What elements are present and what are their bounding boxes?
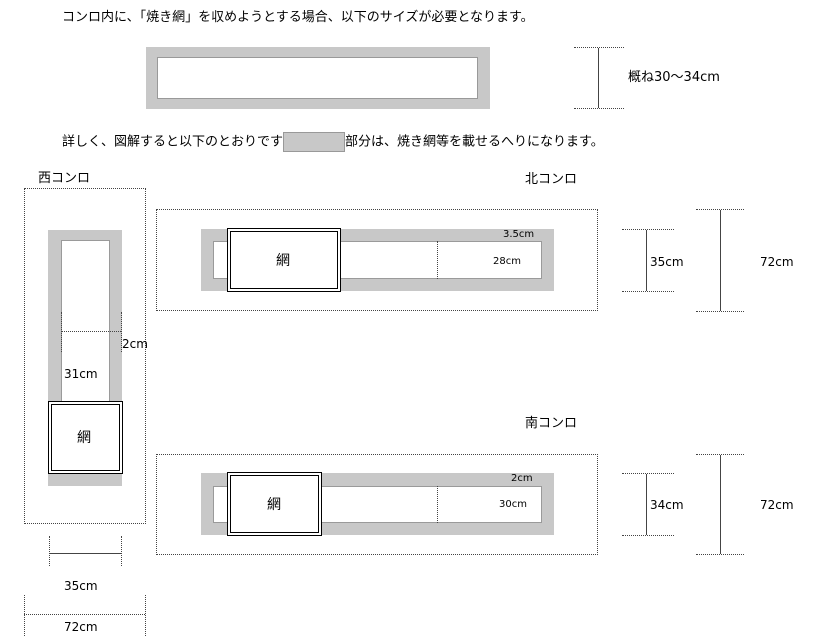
west-net-label: 網 bbox=[77, 430, 91, 446]
south-depth-in: 34cm bbox=[650, 498, 684, 512]
size-label: 概ね30〜34cm bbox=[628, 70, 720, 85]
south-rim-label: 2cm bbox=[511, 473, 533, 484]
intro-line-1: コンロ内に、「焼き網」を収めようとする場合、以下のサイズが必要となります。 bbox=[62, 10, 534, 25]
north-depth-in: 35cm bbox=[650, 255, 684, 269]
north-d-in-line bbox=[646, 230, 647, 291]
south-d-in-line bbox=[646, 474, 647, 535]
south-d-in-bottom bbox=[622, 535, 674, 536]
intro-line-2: 詳しく、図解すると以下のとおりです 部分は、焼き網等を載せるへりになります。 bbox=[62, 132, 604, 152]
size-dim-line bbox=[598, 48, 599, 108]
north-d-out-line bbox=[720, 210, 721, 311]
north-net-label: 網 bbox=[276, 253, 290, 269]
west-w-out-left bbox=[24, 595, 25, 636]
south-title: 南コンロ bbox=[525, 416, 578, 431]
south-net-label: 網 bbox=[267, 497, 281, 513]
sample-inner bbox=[157, 57, 478, 99]
west-w-in-left bbox=[49, 536, 50, 566]
south-d-out-bottom bbox=[696, 554, 744, 555]
west-width-out: 72cm bbox=[64, 620, 98, 634]
south-depth-out: 72cm bbox=[760, 498, 794, 512]
west-outline bbox=[24, 188, 146, 524]
west-dim-left bbox=[61, 312, 62, 352]
west-width-in: 35cm bbox=[64, 579, 98, 593]
west-w-in-line bbox=[49, 553, 121, 554]
north-inner-label: 28cm bbox=[493, 256, 521, 267]
south-divider bbox=[437, 486, 438, 523]
north-divider bbox=[437, 241, 438, 279]
north-rim-label: 3.5cm bbox=[503, 229, 535, 240]
intro-line-2-after: 部分は、焼き網等を載せるへりになります。 bbox=[345, 134, 604, 150]
intro-line-2-before: 詳しく、図解すると以下のとおりです bbox=[62, 134, 284, 150]
size-dim-bottom bbox=[574, 108, 624, 109]
north-title: 北コンロ bbox=[525, 172, 578, 187]
west-title: 西コンロ bbox=[38, 171, 91, 186]
west-w-in-right bbox=[121, 536, 122, 566]
south-net bbox=[227, 472, 322, 536]
rim-swatch bbox=[283, 132, 346, 152]
size-dim-top bbox=[574, 47, 624, 48]
south-d-in-top bbox=[622, 473, 674, 474]
west-w-out-line bbox=[24, 614, 145, 615]
west-inner-label: 31cm bbox=[64, 367, 98, 381]
south-outline bbox=[156, 454, 598, 555]
west-rim-label: 2cm bbox=[122, 337, 148, 351]
west-dim-mid bbox=[61, 331, 121, 332]
south-d-out-top bbox=[696, 454, 744, 455]
north-d-out-top bbox=[696, 209, 744, 210]
west-w-out-right bbox=[145, 595, 146, 636]
north-outline bbox=[156, 209, 598, 311]
north-d-out-bottom bbox=[696, 311, 744, 312]
south-inner-label: 30cm bbox=[499, 499, 527, 510]
south-d-out-line bbox=[720, 455, 721, 554]
west-net bbox=[48, 401, 123, 474]
north-d-in-top bbox=[622, 229, 674, 230]
north-net bbox=[227, 228, 341, 292]
north-d-in-bottom bbox=[622, 291, 674, 292]
north-depth-out: 72cm bbox=[760, 255, 794, 269]
west-dim-right bbox=[121, 312, 122, 352]
